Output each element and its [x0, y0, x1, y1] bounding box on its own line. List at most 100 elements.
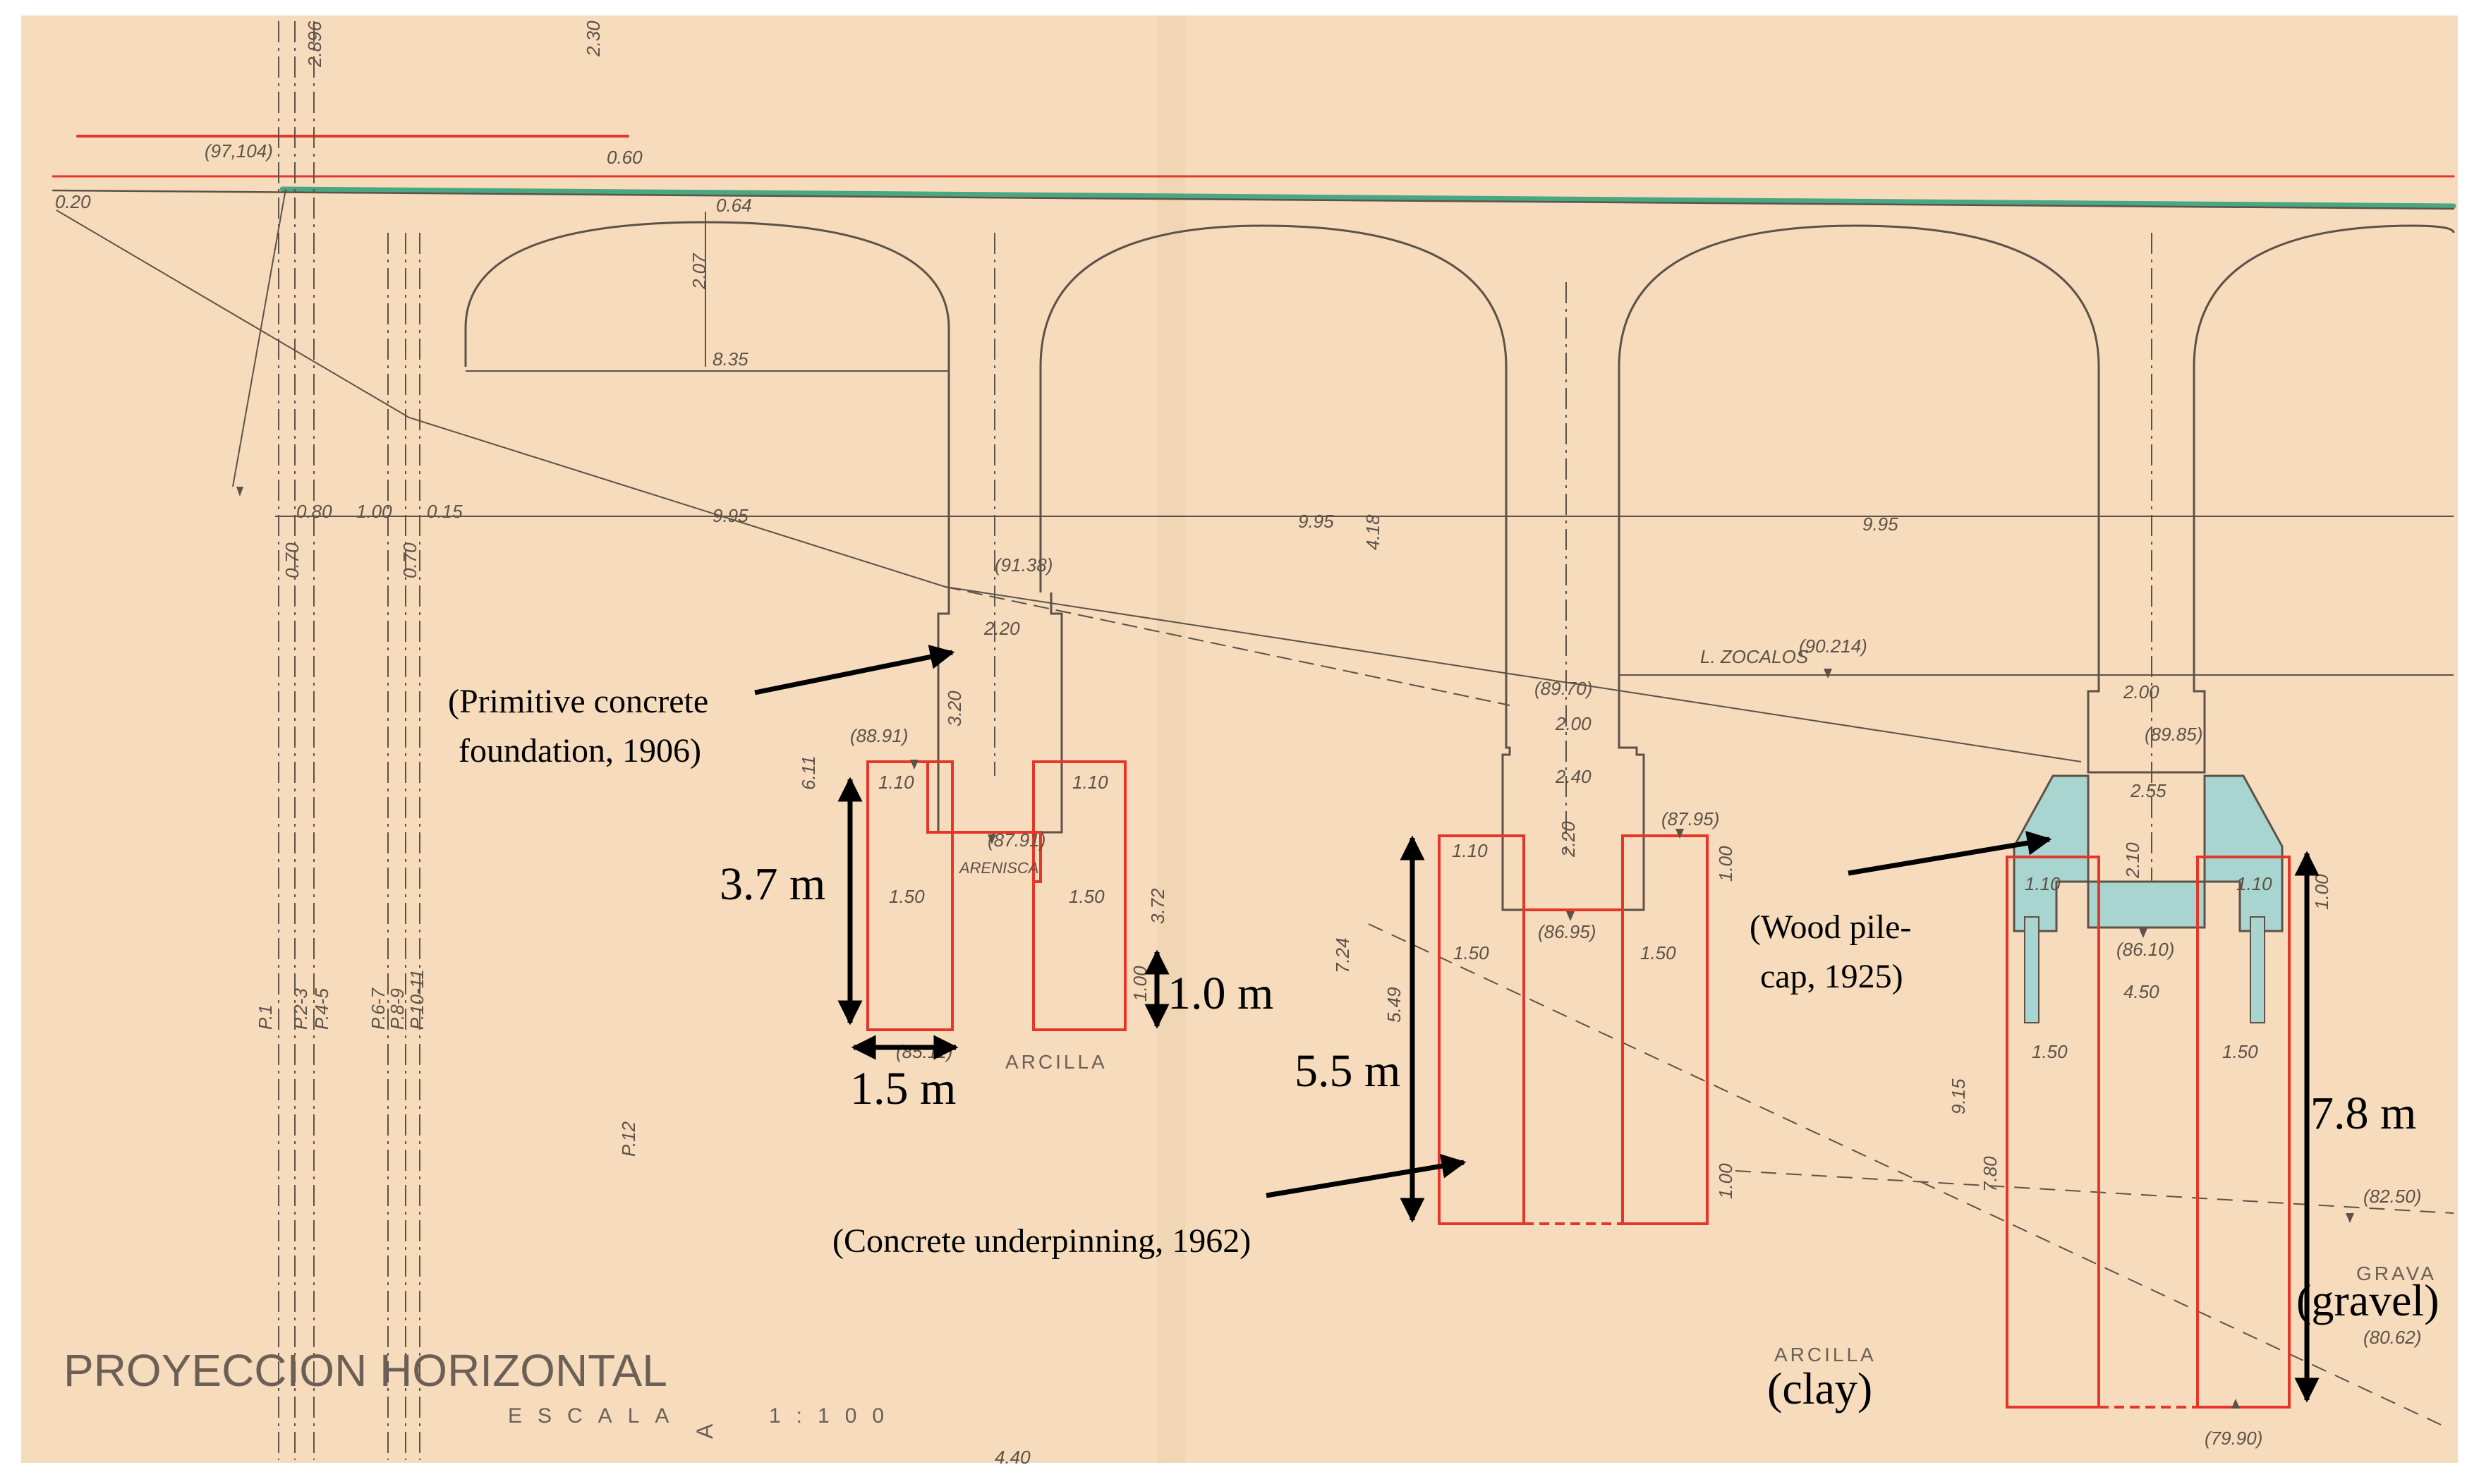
measure-7-8m: 7.8 m: [2310, 1088, 2416, 1139]
dim-pier3-4: 2.10: [2122, 842, 2143, 879]
dim-pier3-12: 1.00: [2311, 874, 2332, 910]
dim-pier3-20: A: [692, 1423, 717, 1439]
dim-top-0: (97,104): [205, 140, 273, 162]
annotation-gravel: (gravel): [2296, 1275, 2439, 1325]
dim-pier2-5: (87.95): [1661, 808, 1719, 829]
dim-pier1-14: ARCILLA: [1005, 1051, 1108, 1073]
measure-1-0m: 1.0 m: [1168, 968, 1273, 1019]
dim-pier3-15: (82.50): [2363, 1186, 2421, 1207]
profile-5: P.10-11: [406, 969, 428, 1030]
dim-pier3-5: 2.55: [2130, 780, 2166, 801]
annotation-primitive-2: foundation, 1906): [459, 732, 701, 770]
arch-3: [1618, 224, 2100, 705]
pier-1: [866, 592, 1127, 1031]
dim-span1-1: 8.35: [713, 348, 748, 370]
arch-2: [1039, 224, 1508, 705]
scale-value: 1:100: [769, 1404, 899, 1428]
dim-pier1-10: 1.50: [1069, 886, 1105, 907]
dim-pier3-0: L. ZOCALOS: [1700, 646, 1809, 667]
arrow-woodcap: [1848, 830, 2052, 876]
pier-1-right-block: [1032, 760, 1127, 1031]
pier-3-right-pile: [2250, 916, 2265, 1023]
pier-2-left-block: [1438, 834, 1525, 1225]
pier-2-right-block: [1621, 834, 1709, 1225]
dim-station-2: 0.15: [427, 501, 463, 522]
dim-top-4: 0.60: [607, 147, 643, 168]
dim-pier3-7: 1.10: [2236, 873, 2272, 894]
dim-station-0: 0.80: [296, 501, 332, 522]
pier-2-top-step: [1522, 836, 1624, 911]
dim-pier2-4: 2.20: [1558, 821, 1579, 858]
dim-pier3-18: ARCILLA: [1774, 1344, 1877, 1366]
dim-pier2-1: (89.70): [1534, 678, 1592, 699]
dim-pier1-13: (85.11): [896, 1041, 952, 1062]
dim-pier2-3: 2.40: [1555, 766, 1592, 787]
dim-pier3-19: (79.90): [2205, 1428, 2262, 1449]
dim-pier2-12: 5.49: [1383, 987, 1405, 1023]
dim-pier2-11: 7.24: [1332, 937, 1353, 973]
dim-pier3-9: 4.50: [2123, 981, 2159, 1002]
drawing-title: PROYECCION HORIZONTAL: [63, 1345, 667, 1396]
dim-pier1-8: ARENISCA: [958, 859, 1038, 877]
pier-3-right-block: [2196, 856, 2291, 1409]
dim-station-3: 0.70: [281, 542, 303, 578]
pier-3: [2006, 677, 2291, 1409]
dim-pier3-16: GRAVA: [2356, 1263, 2437, 1284]
dim-pier1-6: 6.11: [798, 755, 819, 790]
dim-pier3-6: 1.10: [2025, 873, 2061, 894]
annotation-clay: (clay): [1767, 1363, 1872, 1413]
dim-pier3-13: 9.15: [1948, 1078, 1969, 1114]
dim-span-1: 9.95: [1298, 511, 1334, 532]
profile-0: P.1: [255, 1004, 276, 1030]
dim-span-0: 9.95: [713, 505, 748, 526]
annotations: (Primitive concrete foundation, 1906) (W…: [448, 683, 2439, 1413]
pier-1-left-block: [866, 760, 954, 1031]
profile-4: P.8-9: [387, 988, 408, 1030]
paper-sheet: [21, 16, 2458, 1463]
paper-fold-shade: [1157, 16, 1185, 1463]
annotation-arrows: [754, 645, 2320, 1403]
dim-pier1-7: (87.91): [988, 829, 1045, 851]
dim-pier1-12: 1.00: [1129, 966, 1151, 1002]
measure-1-5m: 1.5 m: [850, 1063, 956, 1114]
dim-pier2-10: 1.50: [1640, 942, 1676, 963]
annotation-primitive-1: (Primitive concrete: [448, 683, 708, 720]
annotation-underpinning: (Concrete underpinning, 1962): [832, 1222, 1251, 1260]
dim-pier1-3: (88.91): [850, 725, 908, 746]
dim-pier1-2: 3.20: [944, 691, 965, 726]
pier-2: [1438, 705, 1709, 1225]
profile-2: P.4-5: [311, 988, 332, 1030]
dim-pier3-10: 1.50: [2032, 1041, 2068, 1062]
annotation-woodcap-1: (Wood pile-: [1750, 908, 1911, 946]
arch-4: [2193, 224, 2455, 677]
dim-pier1-4: 1.10: [878, 772, 914, 793]
elevation-markers: [236, 487, 2354, 1409]
dim-top-5: 0.64: [716, 195, 752, 216]
dim-top-1: 0.20: [55, 191, 91, 212]
dim-span-2: 9.95: [1862, 513, 1898, 535]
arrow-primitive: [754, 645, 955, 695]
viaduct-arches: [464, 221, 2455, 705]
dim-top-3: 2.30: [583, 20, 604, 57]
pier-3-masonry: [2087, 677, 2206, 774]
pier-3-left-block: [2006, 856, 2100, 1409]
dim-pier2-9: 1.50: [1453, 942, 1489, 963]
scale-word: ESCALA: [508, 1404, 684, 1428]
dim-pier3-11: 1.50: [2222, 1041, 2258, 1062]
dim-station-4: 0.70: [399, 542, 420, 578]
dim-pier3-17: (80.62): [2363, 1327, 2421, 1348]
dim-pier1-0: (91.38): [995, 554, 1053, 576]
green-deck-line: [279, 186, 2456, 209]
measure-5-5m: 5.5 m: [1295, 1045, 1400, 1097]
dim-pier3-2: 2.00: [2123, 681, 2159, 703]
station-lines: [278, 21, 2152, 1460]
dim-pier2-2: 2.00: [1555, 713, 1592, 734]
dim-pier3-8: (86.10): [2116, 939, 2174, 960]
dim-station-1: 1.00: [356, 501, 392, 522]
dim-span1-0: 2.07: [689, 253, 710, 290]
measure-3-7m: 3.7 m: [720, 858, 825, 910]
dim-pier1-9: 1.50: [889, 886, 925, 907]
pier-3-left-pile: [2024, 916, 2039, 1023]
dim-pier1-5: 1.10: [1072, 772, 1108, 793]
